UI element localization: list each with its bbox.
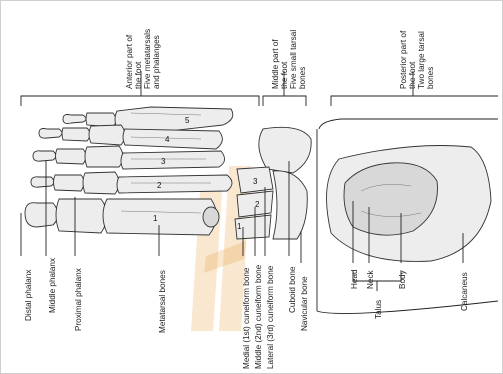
svg-text:5: 5: [185, 116, 190, 125]
svg-text:1: 1: [237, 222, 242, 231]
posterior-tarsal-bones: [317, 119, 498, 313]
svg-text:4: 4: [165, 135, 170, 144]
svg-text:bones: bones: [298, 67, 307, 89]
lateral-cuneiform-label: Lateral (3rd) cuneiform bone: [266, 265, 275, 369]
calcaneus-label: Calcaneus: [460, 272, 469, 311]
svg-text:Five metatarsals: Five metatarsals: [143, 29, 152, 89]
svg-text:bones: bones: [426, 67, 435, 89]
body-label: Body: [398, 269, 407, 289]
navicular-bone-label: Navicular bone: [300, 276, 309, 331]
head-label: Head: [350, 269, 359, 289]
svg-text:3: 3: [253, 177, 258, 186]
svg-text:the foot: the foot: [408, 61, 417, 89]
svg-text:Middle part of: Middle part of: [271, 39, 280, 89]
anterior-label: Anterior part of the foot Five metatarsa…: [125, 29, 161, 89]
svg-text:the foot: the foot: [134, 61, 143, 89]
talus-label: Talus: [374, 300, 383, 319]
metatarsal-bones-label: Metatarsal bones: [158, 270, 167, 333]
middle-cuneiform-label: Middle (2nd) cuneiform bone: [254, 264, 263, 369]
cuboid-bone-label: Cuboid bone: [288, 266, 297, 313]
middle-tarsal-bones: [235, 127, 311, 239]
bottom-labels: Distal phalanx Middle phalanx Proximal p…: [24, 258, 469, 369]
svg-text:Posterior part of: Posterior part of: [399, 30, 408, 89]
middle-label: Middle part of the foot Five small tarsa…: [271, 30, 307, 89]
medial-cuneiform-label: Medial (1st) cuneiform bone: [242, 267, 251, 369]
proximal-phalanx-label: Proximal phalanx: [74, 268, 83, 331]
svg-text:2: 2: [157, 181, 162, 190]
svg-text:1: 1: [153, 214, 158, 223]
svg-text:Two large tarsal: Two large tarsal: [417, 31, 426, 89]
svg-text:Anterior part of: Anterior part of: [125, 34, 134, 89]
posterior-label: Posterior part of the foot Two large tar…: [399, 30, 435, 89]
svg-text:Five small tarsal: Five small tarsal: [289, 30, 298, 89]
middle-phalanx-label: Middle phalanx: [48, 258, 57, 313]
svg-text:2: 2: [255, 200, 260, 209]
svg-text:the foot: the foot: [280, 61, 289, 89]
neck-label: Neck: [366, 269, 375, 289]
toe-bones: [25, 107, 233, 235]
distal-phalanx-label: Distal phalanx: [24, 270, 33, 321]
svg-text:3: 3: [161, 157, 166, 166]
svg-text:and phalanges: and phalanges: [152, 35, 161, 89]
